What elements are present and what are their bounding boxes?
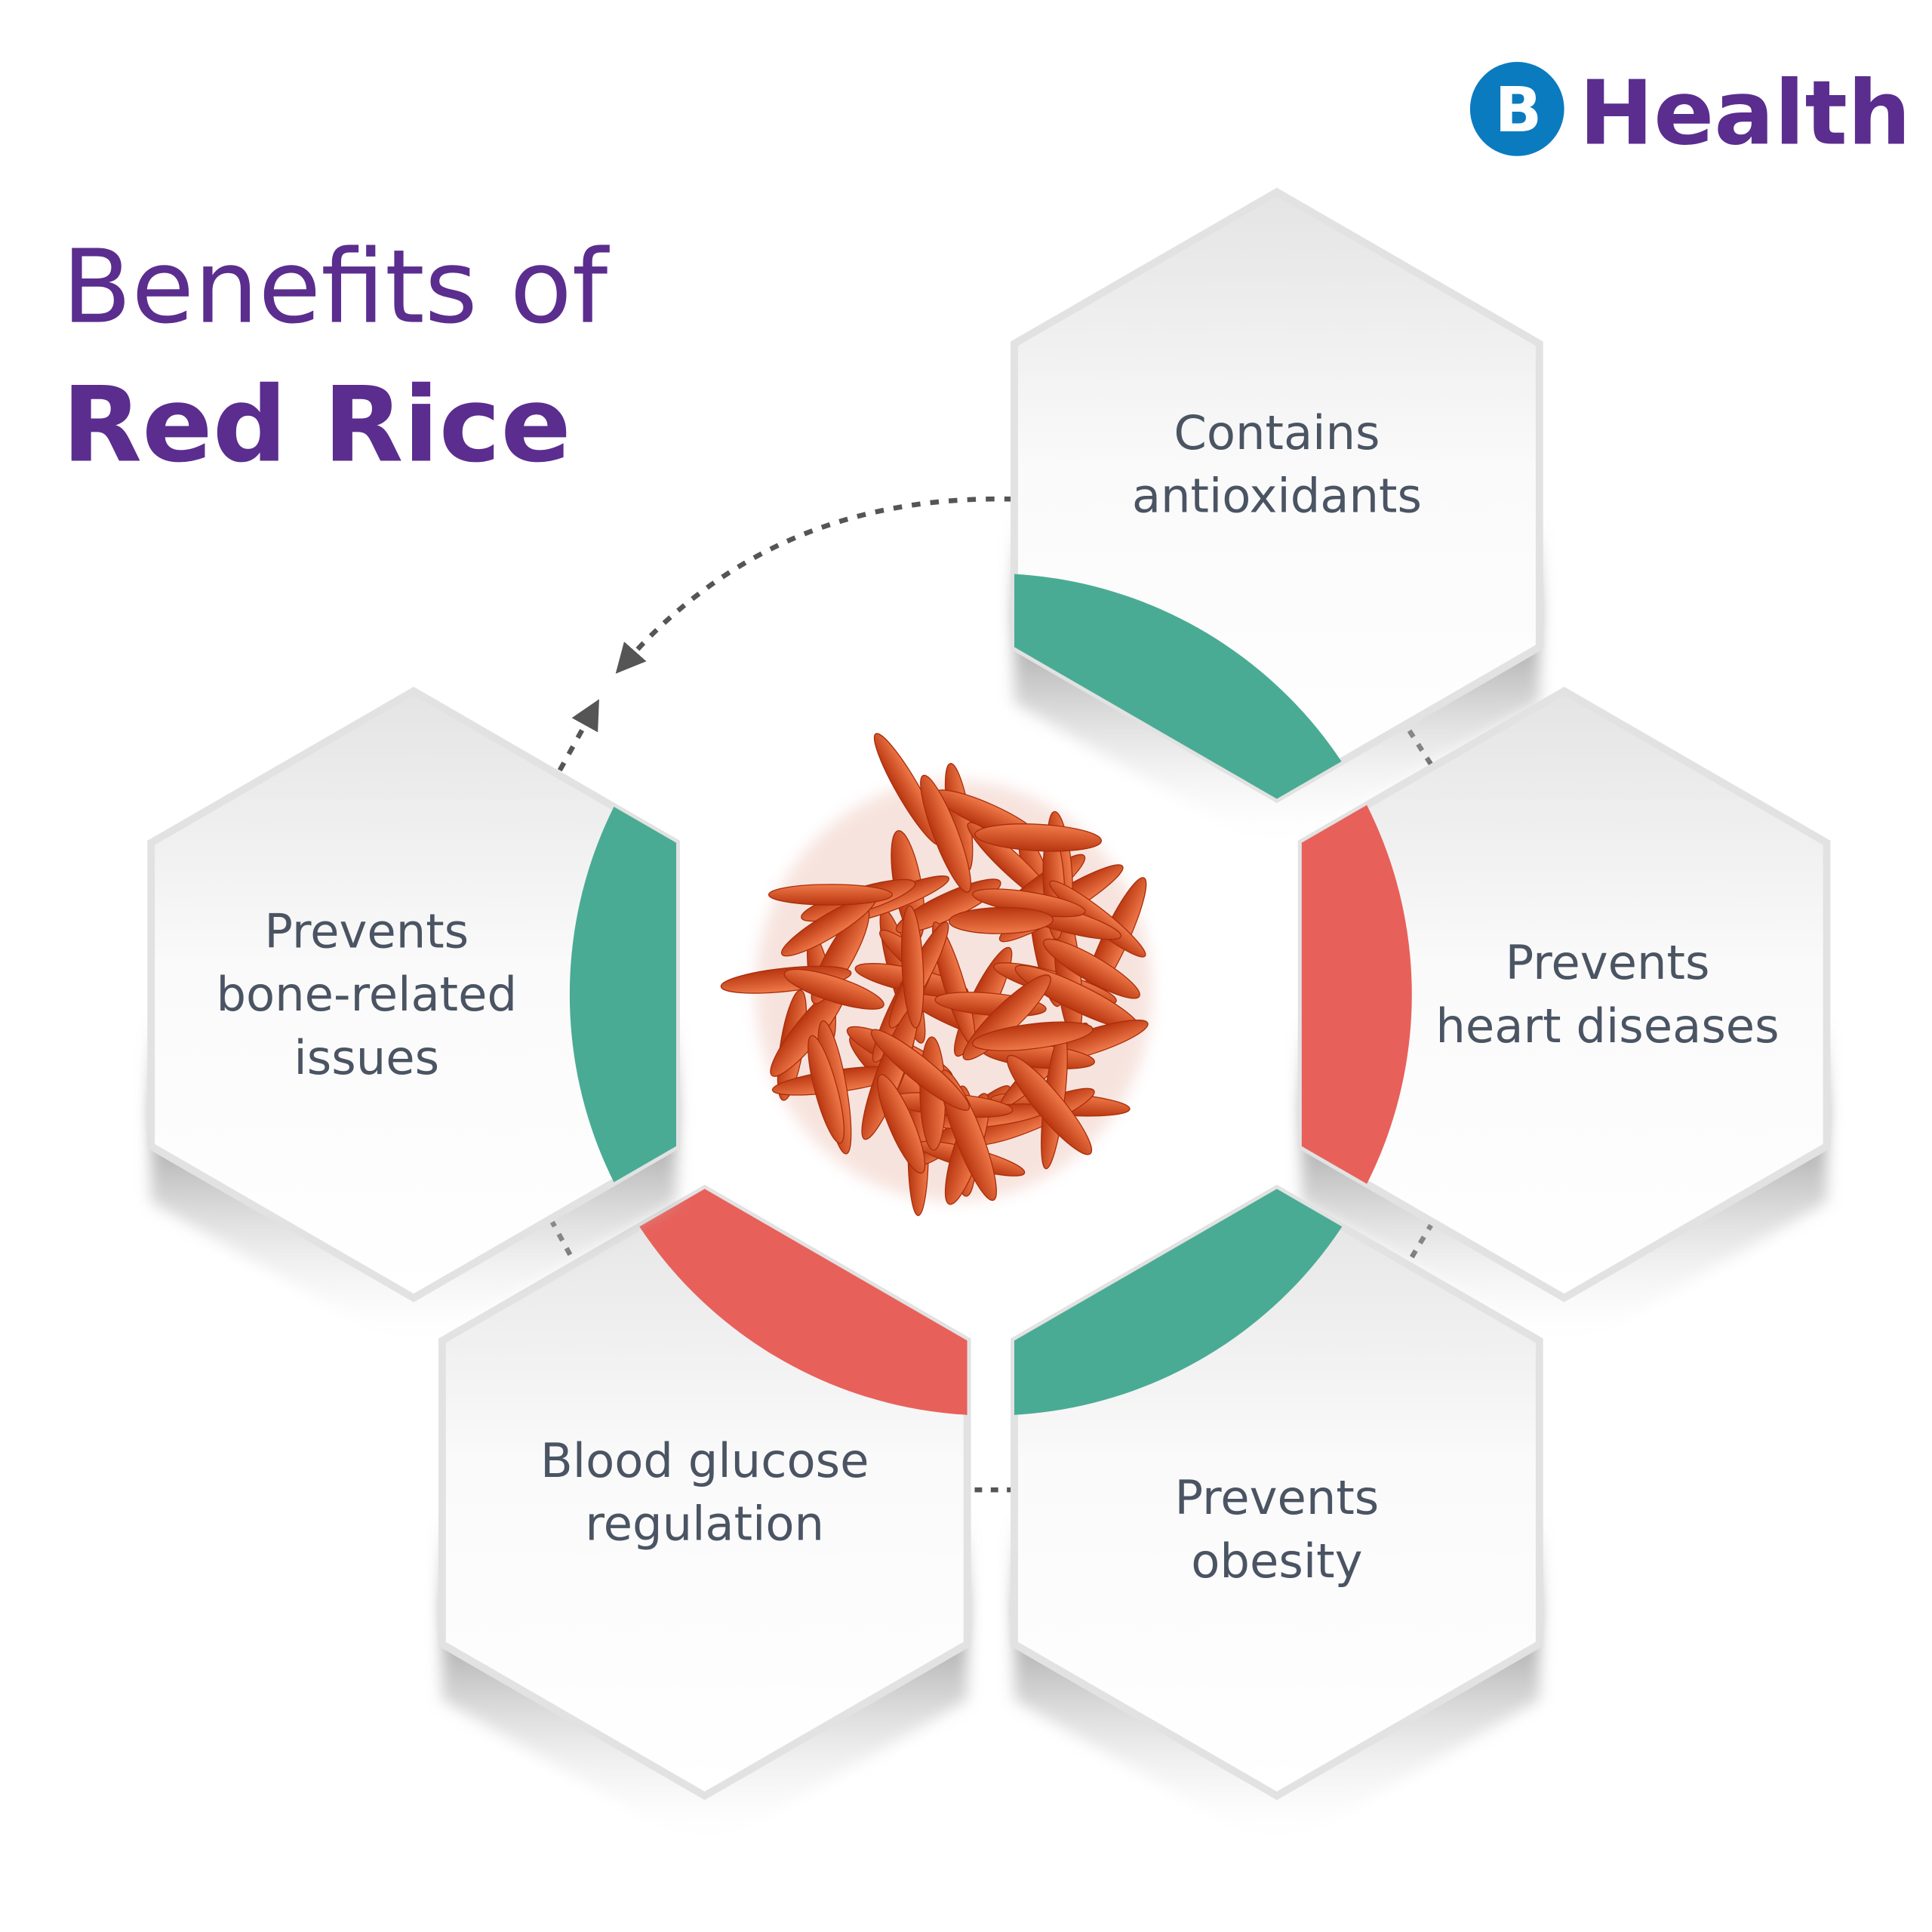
benefit-text-line: antioxidants (1132, 469, 1422, 524)
logo-brand-text: Health (1579, 60, 1911, 165)
rice-grain (877, 1074, 926, 1174)
dotted-arrow-small (557, 699, 599, 772)
benefit-text-line: Prevents (264, 903, 469, 958)
benefit-text-line: bone-related (216, 967, 517, 1022)
rice-grain (768, 884, 894, 906)
rice-grain (948, 906, 1054, 934)
rice-grain (1006, 1054, 1093, 1155)
hexagon-shape (1297, 687, 1831, 1303)
benefit-hexagon-bone-related: Prevents bone-related issues (147, 687, 680, 1354)
logo-mark-icon (1469, 62, 1564, 156)
benefit-text-line: obesity (1191, 1534, 1362, 1589)
hexagon-shape (147, 687, 680, 1303)
benefit-text-line: Prevents (1174, 1470, 1379, 1525)
rice-grain (901, 905, 924, 1029)
red-rice-grains-image (720, 733, 1152, 1217)
dotted-arrow-main (615, 496, 1014, 674)
benefit-text-line: Prevents (1506, 935, 1710, 990)
benefit-text-line: issues (294, 1030, 439, 1085)
rice-grain (920, 774, 971, 893)
title-line1: Benefits of (62, 228, 610, 346)
rice-grain (1042, 938, 1140, 999)
benefit-text-line: Blood glucose (540, 1433, 869, 1488)
benefit-text-line: heart diseases (1435, 998, 1779, 1054)
benefit-hexagon-heart-diseases: Prevents heart diseases (1297, 687, 1831, 1354)
benefit-text-line: regulation (585, 1497, 824, 1552)
rice-grain (783, 968, 884, 1010)
logo: B Health (1469, 60, 1911, 165)
logo-mark-letter: B (1495, 75, 1543, 146)
benefit-text-line: Contains (1174, 405, 1380, 460)
title-line2: Red Rice (62, 364, 571, 485)
rice-grain (974, 823, 1103, 852)
rice-grain (870, 1029, 971, 1111)
benefit-hexagon-antioxidants: Contains antioxidants (1011, 187, 1543, 855)
rice-grain (971, 1021, 1094, 1051)
rice-grain (808, 1035, 845, 1144)
